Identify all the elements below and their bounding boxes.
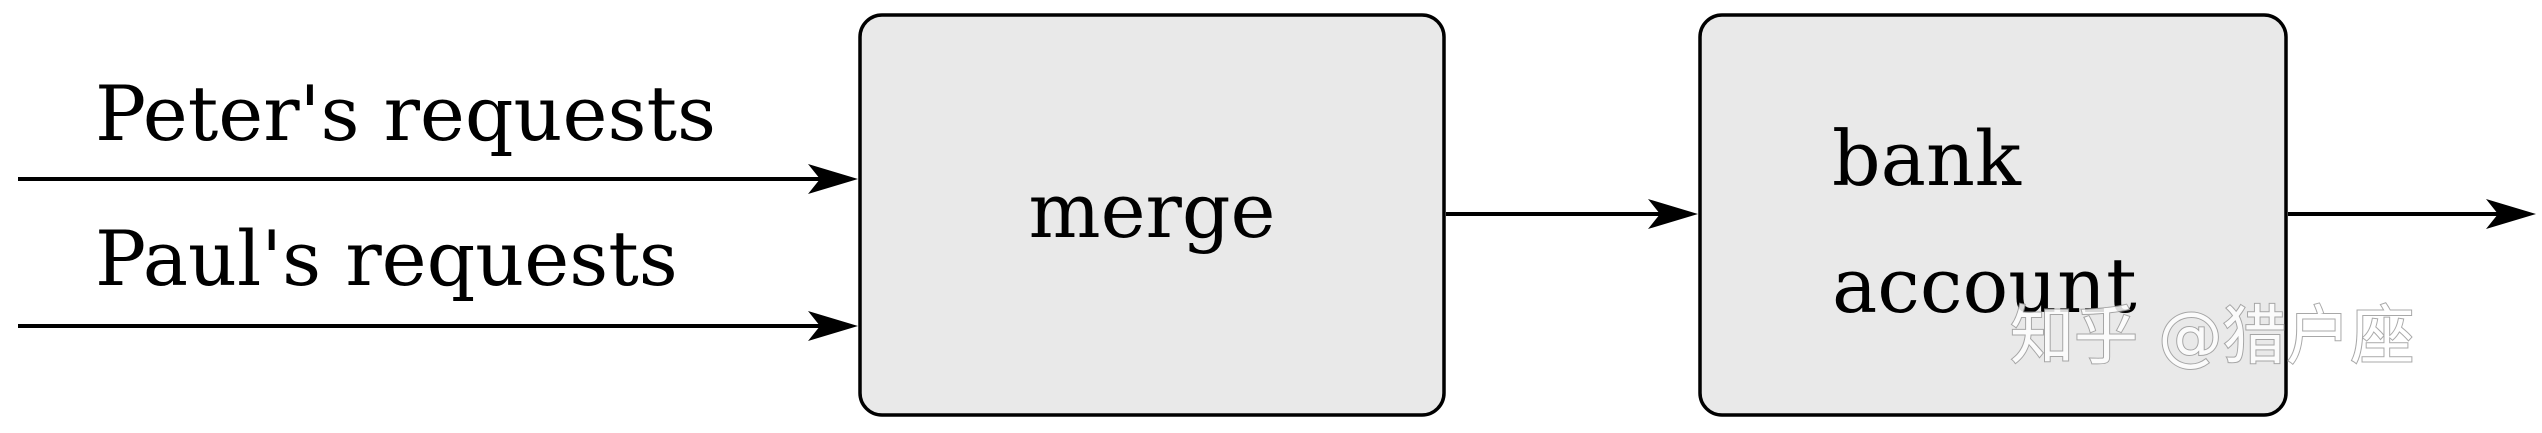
arrow-merge-to-bank — [1446, 199, 1698, 229]
merge-label: merge — [1029, 166, 1276, 255]
arrow-pauls-requests — [18, 311, 858, 341]
arrow-peters-requests — [18, 164, 858, 194]
arrow-output — [2288, 199, 2536, 229]
bank-account-box — [1698, 13, 2288, 417]
watermark: 知乎 @猎户座 — [2010, 300, 2414, 374]
merge-box — [858, 13, 1446, 417]
bank-account-label-line2: account — [1832, 241, 2137, 330]
bank-account-label-line1: bank — [1832, 114, 2022, 203]
label-pauls-requests: Paul's requests — [95, 214, 678, 303]
label-peters-requests: Peter's requests — [95, 69, 716, 158]
